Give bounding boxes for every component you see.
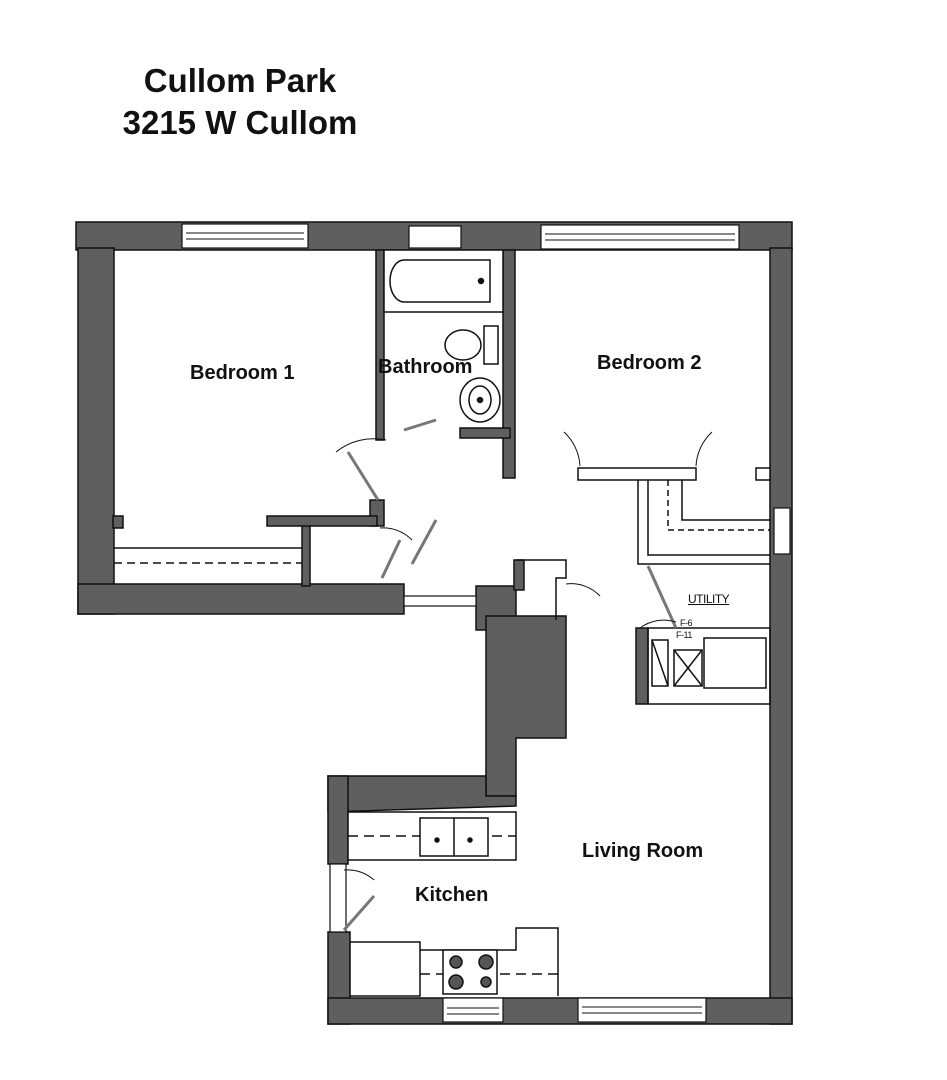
wall-right bbox=[769, 247, 793, 1025]
door-entry bbox=[403, 595, 477, 607]
tub-basin bbox=[389, 259, 491, 303]
room-label-bedroom-1: Bedroom 1 bbox=[190, 362, 295, 384]
refrigerator bbox=[349, 941, 421, 997]
window-bedroom2 bbox=[540, 224, 740, 250]
window-bathroom bbox=[408, 225, 462, 249]
window-bedroom1 bbox=[181, 223, 309, 249]
window-right bbox=[773, 507, 791, 555]
wall-center-column bbox=[485, 615, 567, 797]
toilet bbox=[444, 329, 482, 361]
room-label-kitchen: Kitchen bbox=[415, 884, 489, 906]
window-living bbox=[577, 997, 707, 1023]
room-label-utility: UTILITY bbox=[688, 592, 730, 606]
utility-unit bbox=[673, 649, 703, 687]
building-name: Cullom Park bbox=[143, 62, 337, 99]
window-kitchen bbox=[442, 997, 504, 1023]
room-label-bedroom-2: Bedroom 2 bbox=[597, 352, 702, 374]
wall-bath-right bbox=[502, 249, 516, 479]
building-address: 3215 W Cullom bbox=[122, 104, 358, 141]
wall-bath-left bbox=[375, 249, 385, 441]
wall-kitchen-left bbox=[327, 775, 349, 865]
room-label-bathroom: Bathroom bbox=[378, 356, 473, 378]
utility-tag-f11: F-11 bbox=[676, 630, 692, 640]
room-label-living-room: Living Room bbox=[582, 840, 704, 862]
wall-bedroom1-bottom bbox=[77, 583, 405, 615]
wall-left bbox=[77, 247, 115, 615]
utility-tag-f6: F-6 bbox=[680, 618, 693, 628]
wall-bottom bbox=[327, 997, 793, 1025]
door-kitchen-side bbox=[329, 863, 347, 933]
